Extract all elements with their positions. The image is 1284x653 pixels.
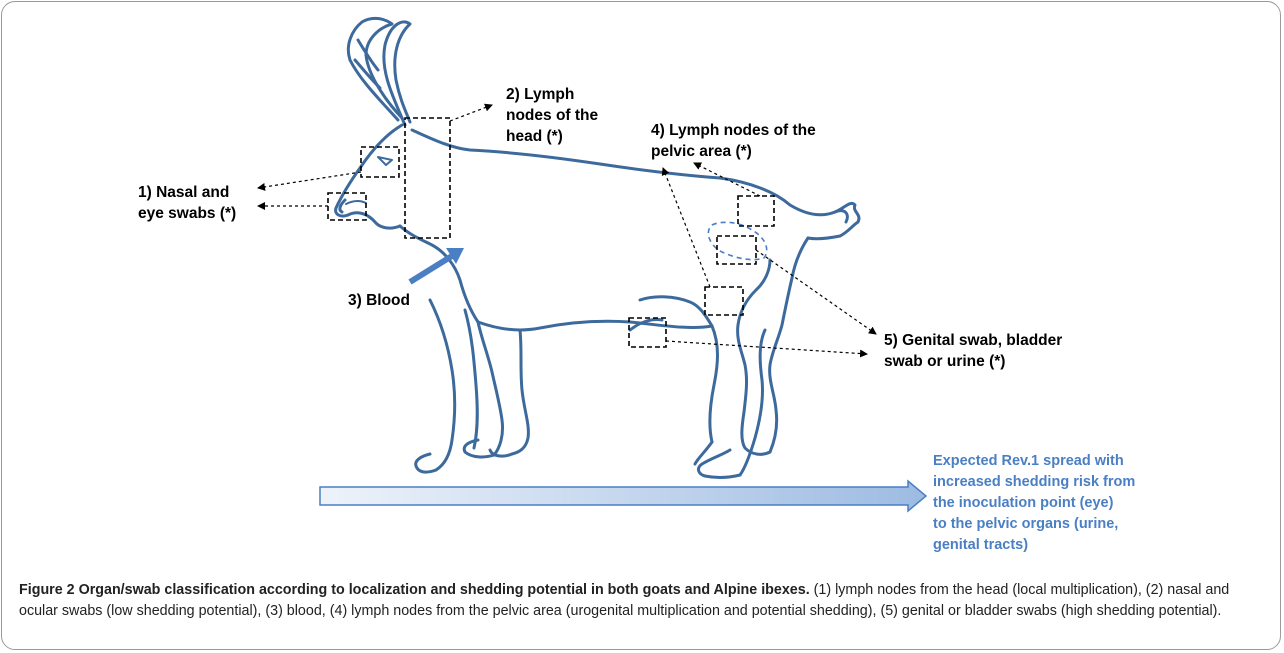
box-pelvic-1 [737, 195, 775, 227]
caption-title: Figure 2 Organ/swab classification accor… [19, 582, 810, 598]
bladder-outline [707, 221, 768, 261]
label-line: 5) Genital swab, bladder [884, 332, 1063, 349]
label-line: pelvic area (*) [651, 143, 752, 160]
label-genital-bladder: 5) Genital swab, bladder swab or urine (… [884, 330, 1062, 372]
sampling-boxes [327, 117, 775, 348]
note-line: Expected Rev.1 spread with [933, 453, 1124, 469]
note-line: to the pelvic organs (urine, [933, 516, 1119, 532]
label-head-lymph-nodes: 2) Lymph nodes of the head (*) [506, 84, 598, 147]
spread-arrow [319, 479, 928, 513]
spread-note: Expected Rev.1 spread with increased she… [933, 451, 1135, 556]
note-line: increased shedding risk from [933, 474, 1136, 490]
label-blood: 3) Blood [348, 290, 410, 311]
figure-caption: Figure 2 Organ/swab classification accor… [19, 580, 1269, 622]
label-line: head (*) [506, 128, 563, 145]
leader-arrows [257, 103, 877, 358]
blood-arrow [408, 248, 464, 285]
label-line: 1) Nasal and [138, 184, 230, 201]
label-line: eye swabs (*) [138, 205, 237, 222]
label-line: nodes of the [506, 107, 599, 124]
label-line: 3) Blood [348, 292, 410, 309]
goat-outline [334, 16, 861, 479]
box-genital [628, 317, 667, 348]
label-pelvic-lymph-nodes: 4) Lymph nodes of the pelvic area (*) [651, 120, 816, 162]
note-line: the inoculation point (eye) [933, 495, 1114, 511]
note-line: genital tracts) [933, 537, 1029, 553]
label-line: 2) Lymph [506, 86, 575, 103]
label-line: swab or urine (*) [884, 353, 1006, 370]
label-line: 4) Lymph nodes of the [651, 122, 816, 139]
caption-body: (1) lymph nodes from the head (local mul… [19, 582, 1230, 619]
box-head-lymph [404, 117, 451, 239]
box-pelvic-3 [704, 286, 744, 316]
label-nasal-eye-swabs: 1) Nasal and eye swabs (*) [138, 182, 236, 224]
box-eye [360, 146, 400, 178]
